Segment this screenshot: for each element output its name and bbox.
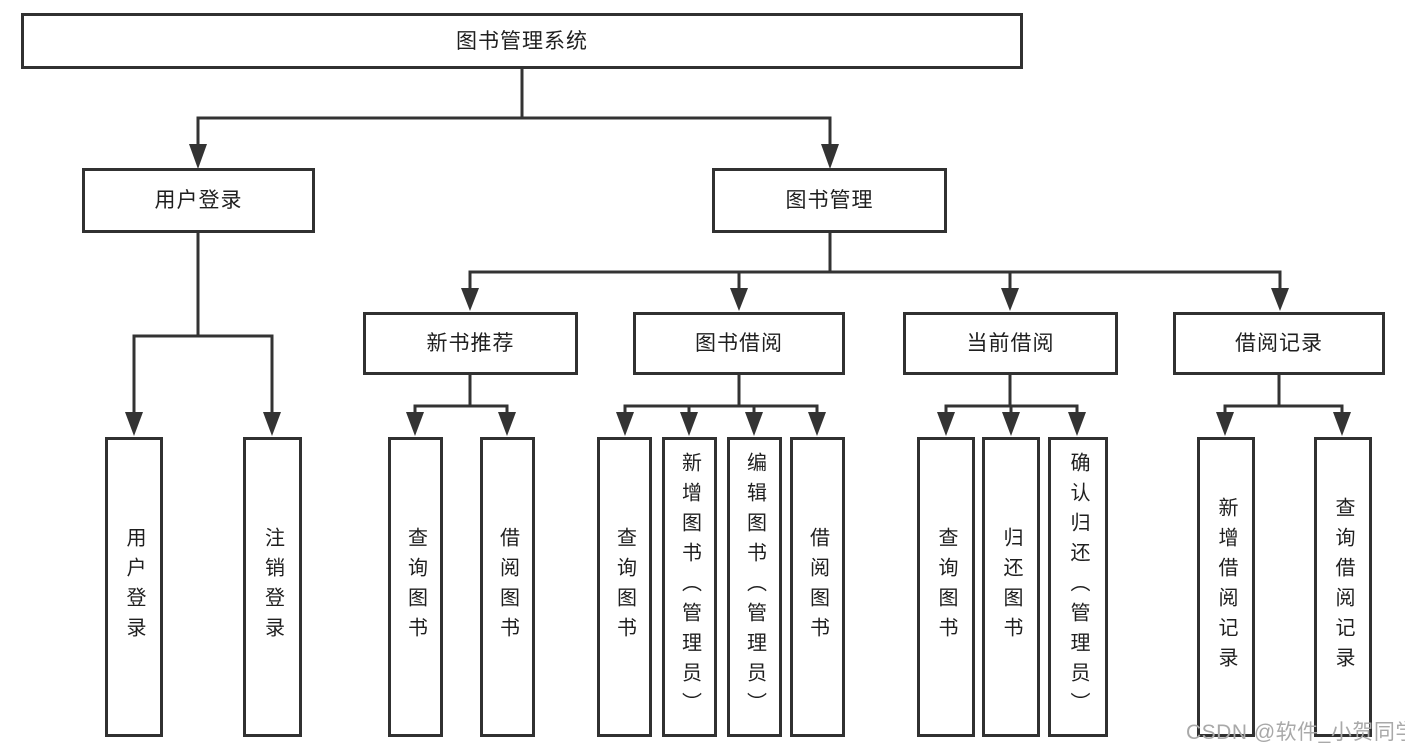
leaf-label: 查询图书 bbox=[613, 527, 636, 647]
node-library-management-system: 图书管理系统 bbox=[21, 13, 1023, 69]
arrowhead-icon bbox=[125, 412, 143, 436]
leaf-label: 新增图书（管理员） bbox=[678, 452, 701, 722]
leaf-label: 编辑图书（管理员） bbox=[743, 452, 766, 722]
leaf-query-borrow-record: 查询借阅记录 bbox=[1314, 437, 1372, 737]
arrowhead-icon bbox=[1068, 412, 1086, 436]
arrowhead-icon bbox=[498, 412, 516, 436]
arrowhead-icon bbox=[937, 412, 955, 436]
arrowhead-icon bbox=[680, 412, 698, 436]
leaf-user-login: 用户登录 bbox=[105, 437, 163, 737]
arrowhead-icons bbox=[125, 144, 1351, 436]
leaf-label: 借阅图书 bbox=[496, 527, 519, 647]
leaf-query-books-borrowing: 查询图书 bbox=[597, 437, 652, 737]
leaf-label: 查询图书 bbox=[935, 527, 957, 647]
csdn-watermark: CSDN @软件_小贺同学 bbox=[1186, 721, 1405, 744]
leaf-label: 查询借阅记录 bbox=[1332, 497, 1354, 677]
arrowhead-icon bbox=[263, 412, 281, 436]
leaf-label: 查询图书 bbox=[404, 527, 427, 647]
arrowhead-icon bbox=[406, 412, 424, 436]
arrowhead-icon bbox=[461, 288, 479, 311]
node-book-borrowing: 图书借阅 bbox=[633, 312, 845, 375]
leaf-borrow-books-recommend: 借阅图书 bbox=[480, 437, 535, 737]
node-borrowing-records: 借阅记录 bbox=[1173, 312, 1385, 375]
arrowhead-icon bbox=[1001, 288, 1019, 311]
arrowhead-icon bbox=[1333, 412, 1351, 436]
leaf-label: 新增借阅记录 bbox=[1215, 497, 1237, 677]
leaf-borrow-books-borrowing: 借阅图书 bbox=[790, 437, 845, 737]
leaf-query-books-recommend: 查询图书 bbox=[388, 437, 443, 737]
arrowhead-icon bbox=[1002, 412, 1020, 436]
leaf-label: 用户登录 bbox=[123, 527, 145, 647]
arrowhead-icon bbox=[189, 144, 207, 169]
arrowhead-icon bbox=[1216, 412, 1234, 436]
leaf-label: 确认归还（管理员） bbox=[1067, 452, 1089, 722]
leaf-label: 借阅图书 bbox=[806, 527, 829, 647]
leaf-add-borrow-record: 新增借阅记录 bbox=[1197, 437, 1255, 737]
node-book-management: 图书管理 bbox=[712, 168, 947, 233]
arrowhead-icon bbox=[1271, 288, 1289, 311]
connector-line bbox=[132, 67, 1344, 414]
leaf-edit-book-admin: 编辑图书（管理员） bbox=[727, 437, 782, 737]
arrowhead-icon bbox=[745, 412, 763, 436]
arrowhead-icon bbox=[616, 412, 634, 436]
leaf-confirm-return-admin: 确认归还（管理员） bbox=[1048, 437, 1108, 737]
arrowhead-icon bbox=[821, 144, 839, 169]
node-new-book-recommendation: 新书推荐 bbox=[363, 312, 578, 375]
arrowhead-icon bbox=[730, 288, 748, 311]
leaf-label: 注销登录 bbox=[261, 527, 284, 647]
leaf-add-book-admin: 新增图书（管理员） bbox=[662, 437, 717, 737]
node-user-login: 用户登录 bbox=[82, 168, 315, 233]
node-current-borrowing: 当前借阅 bbox=[903, 312, 1118, 375]
leaf-query-books-current: 查询图书 bbox=[917, 437, 975, 737]
arrowhead-icon bbox=[808, 412, 826, 436]
leaf-label: 归还图书 bbox=[1000, 527, 1022, 647]
leaf-logout: 注销登录 bbox=[243, 437, 302, 737]
leaf-return-books: 归还图书 bbox=[982, 437, 1040, 737]
